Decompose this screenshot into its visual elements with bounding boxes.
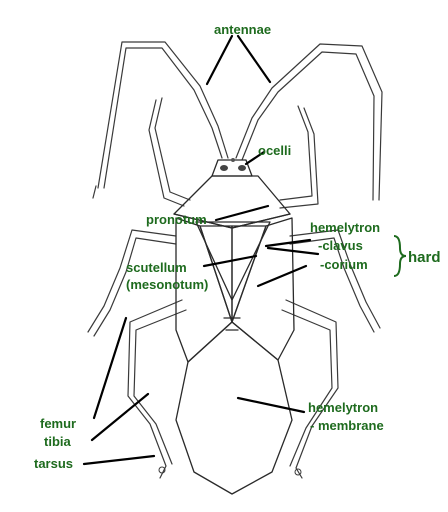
label-tarsus: tarsus bbox=[34, 456, 73, 471]
label-scutellum: scutellum bbox=[126, 260, 187, 275]
label-hemelytron-hard: hemelytron bbox=[310, 220, 380, 235]
leader-lines bbox=[82, 34, 407, 466]
label-clavus: -clavus bbox=[318, 238, 363, 253]
body-drawing bbox=[173, 158, 295, 495]
label-corium: -corium bbox=[320, 257, 368, 272]
label-femur: femur bbox=[40, 416, 76, 431]
label-hard: hard bbox=[408, 249, 441, 266]
label-tibia: tibia bbox=[44, 434, 71, 449]
label-antennae: antennae bbox=[214, 22, 271, 37]
label-hemelytron-membrane: hemelytron bbox=[308, 400, 378, 415]
label-pronotum: pronotum bbox=[146, 212, 207, 227]
label-ocelli: ocelli bbox=[258, 143, 291, 158]
antennae-drawing bbox=[92, 41, 383, 201]
legs-drawing bbox=[87, 97, 381, 479]
label-mesonotum: (mesonotum) bbox=[126, 277, 208, 292]
label-membrane: - membrane bbox=[310, 418, 384, 433]
